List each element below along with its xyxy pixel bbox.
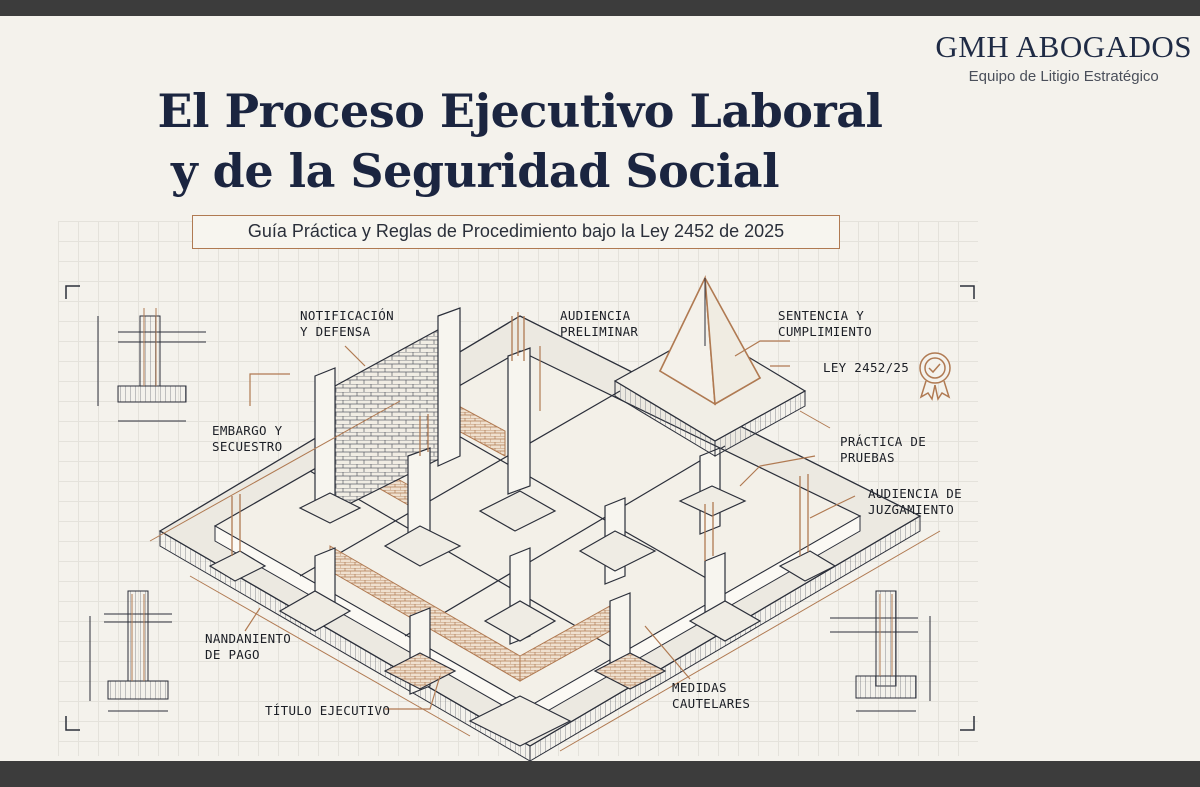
subtitle-box: Guía Práctica y Reglas de Procedimiento … (192, 215, 840, 249)
detail-section-top-left (97, 308, 206, 422)
label-ley: LEY 2452/25 (823, 360, 910, 375)
foundation-blueprint-drawing (65, 274, 975, 761)
frame-corners (65, 285, 975, 731)
detail-section-bottom-left (89, 590, 172, 712)
label-titulo: TÍTULO EJECUTIVO (265, 703, 391, 718)
firm-logo: GMH ABOGADOS Equipo de Litigio Estratégi… (935, 29, 1192, 86)
pyramid-roof (613, 274, 807, 457)
label-notificacion: NOTIFICACIÓN Y DEFENSA (300, 308, 394, 339)
firm-name: GMH ABOGADOS (935, 29, 1192, 64)
title-line-1: El Proceso Ejecutivo Laboral (157, 84, 883, 138)
footings (208, 485, 837, 747)
label-audiencia-juzgamiento: AUDIENCIA DE JUZGAMIENTO (868, 486, 962, 517)
leader-lines (244, 340, 856, 710)
firm-subtitle: Equipo de Litigio Estratégico (968, 68, 1159, 85)
bottom-frame-bar (0, 761, 1200, 787)
label-embargo: EMBARGO Y SECUESTRO (212, 423, 283, 454)
rebar (231, 312, 809, 561)
label-audiencia-preliminar: AUDIENCIA PRELIMINAR (560, 308, 639, 339)
title-line-2: y de la Seguridad Social (170, 144, 780, 198)
detail-section-bottom-right (830, 590, 931, 712)
top-frame-bar (0, 0, 1200, 16)
award-ribbon-icon (919, 352, 951, 401)
label-mandamiento: NANDANIENTO DE PAGO (205, 631, 292, 662)
label-medidas: MEDIDAS CAUTELARES (672, 680, 751, 711)
label-practica: PRÁCTICA DE PRUEBAS (840, 434, 927, 465)
slide: GMH ABOGADOS Equipo de Litigio Estratégi… (0, 16, 1200, 761)
label-sentencia: SENTENCIA Y CUMPLIMIENTO (778, 308, 872, 339)
